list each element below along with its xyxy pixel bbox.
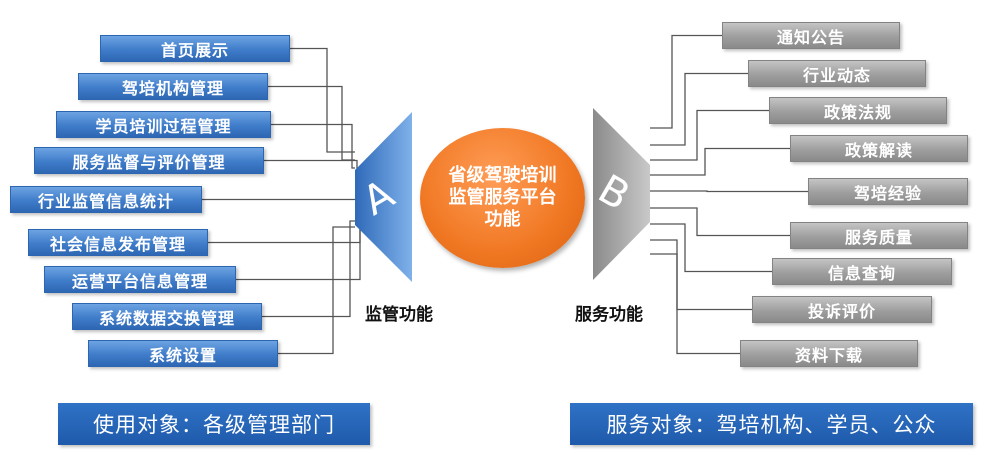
right-connector-6 [650, 207, 790, 237]
supervision-function-box-6: 社会信息发布管理 [28, 229, 208, 256]
supervision-function-box-9: 系统设置 [88, 340, 278, 367]
center-title-line-3: 功能 [484, 209, 521, 230]
center-platform-circle: 省级驾驶培训 监管服务平台 功能 [420, 128, 585, 268]
supervision-function-label: 监管功能 [365, 305, 433, 325]
supervision-function-box-4: 服务监督与评价管理 [34, 147, 264, 174]
supervision-function-box-3: 学员培训过程管理 [56, 111, 271, 138]
service-function-box-3: 政策法规 [769, 97, 947, 124]
service-function-box-5: 驾培经验 [808, 178, 968, 205]
left-connector-8 [262, 220, 355, 318]
left-connector-7 [236, 212, 361, 281]
service-function-box-1: 通知公告 [722, 22, 900, 49]
service-function-box-4: 政策解读 [790, 135, 968, 162]
center-title-line-2: 监管服务平台 [448, 187, 557, 208]
left-connector-6 [208, 204, 361, 244]
service-function-box-2: 行业动态 [748, 60, 926, 87]
supervision-function-box-5: 行业监管信息统计 [10, 186, 202, 213]
right-connector-5 [650, 190, 808, 193]
service-function-box-8: 投诉评价 [752, 296, 932, 323]
right-trapezoid-b [593, 108, 650, 280]
supervision-function-box-7: 运营平台信息管理 [44, 266, 236, 293]
service-function-label: 服务功能 [575, 305, 643, 325]
right-footer-banner: 服务对象：驾培机构、学员、公众 [570, 403, 973, 445]
service-function-box-7: 信息查询 [772, 258, 952, 285]
left-connector-9 [278, 226, 355, 355]
supervision-function-box-8: 系统数据交换管理 [72, 303, 262, 330]
service-function-box-9: 资料下载 [740, 340, 918, 367]
left-connector-2 [268, 85, 355, 161]
right-connector-4 [650, 147, 790, 176]
service-function-box-6: 服务质量 [790, 222, 968, 249]
left-trapezoid-a [355, 112, 412, 282]
right-connector-7 [650, 223, 772, 273]
left-connector-4 [264, 159, 358, 179]
left-footer-banner: 使用对象：各级管理部门 [58, 403, 370, 445]
left-connector-5 [202, 194, 361, 201]
right-connector-1 [650, 34, 722, 129]
center-title-line-1: 省级驾驶培训 [448, 165, 557, 186]
right-connector-lines [650, 34, 808, 355]
supervision-function-box-2: 驾培机构管理 [78, 73, 268, 100]
right-connector-3 [650, 109, 769, 161]
left-connector-1 [290, 47, 355, 153]
right-connector-2 [650, 72, 748, 146]
supervision-function-box-1: 首页展示 [100, 35, 290, 62]
right-connector-9 [650, 253, 740, 355]
right-connector-8 [650, 239, 752, 311]
left-connector-3 [271, 123, 355, 169]
